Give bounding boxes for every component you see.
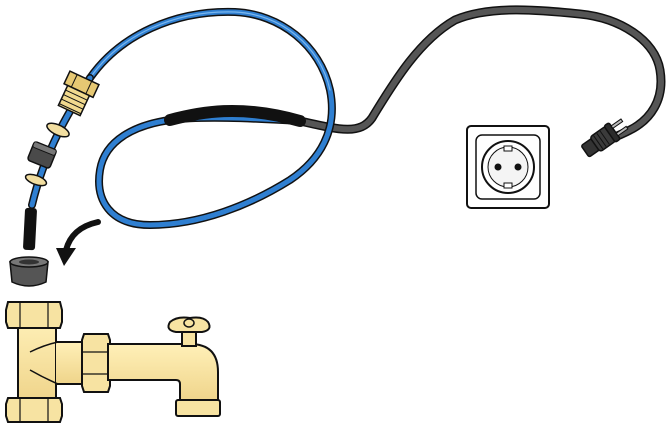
rubber-seal — [27, 141, 57, 169]
washer — [24, 173, 48, 187]
plug — [581, 118, 629, 158]
valve-handle — [167, 316, 211, 333]
washer — [46, 122, 70, 138]
sleeve — [164, 104, 306, 127]
end-cap — [9, 256, 49, 287]
brass-tee-fitting — [5, 301, 221, 423]
curved-arrow-icon — [56, 219, 101, 266]
gland-nut — [57, 70, 100, 117]
wall-socket — [466, 125, 550, 209]
